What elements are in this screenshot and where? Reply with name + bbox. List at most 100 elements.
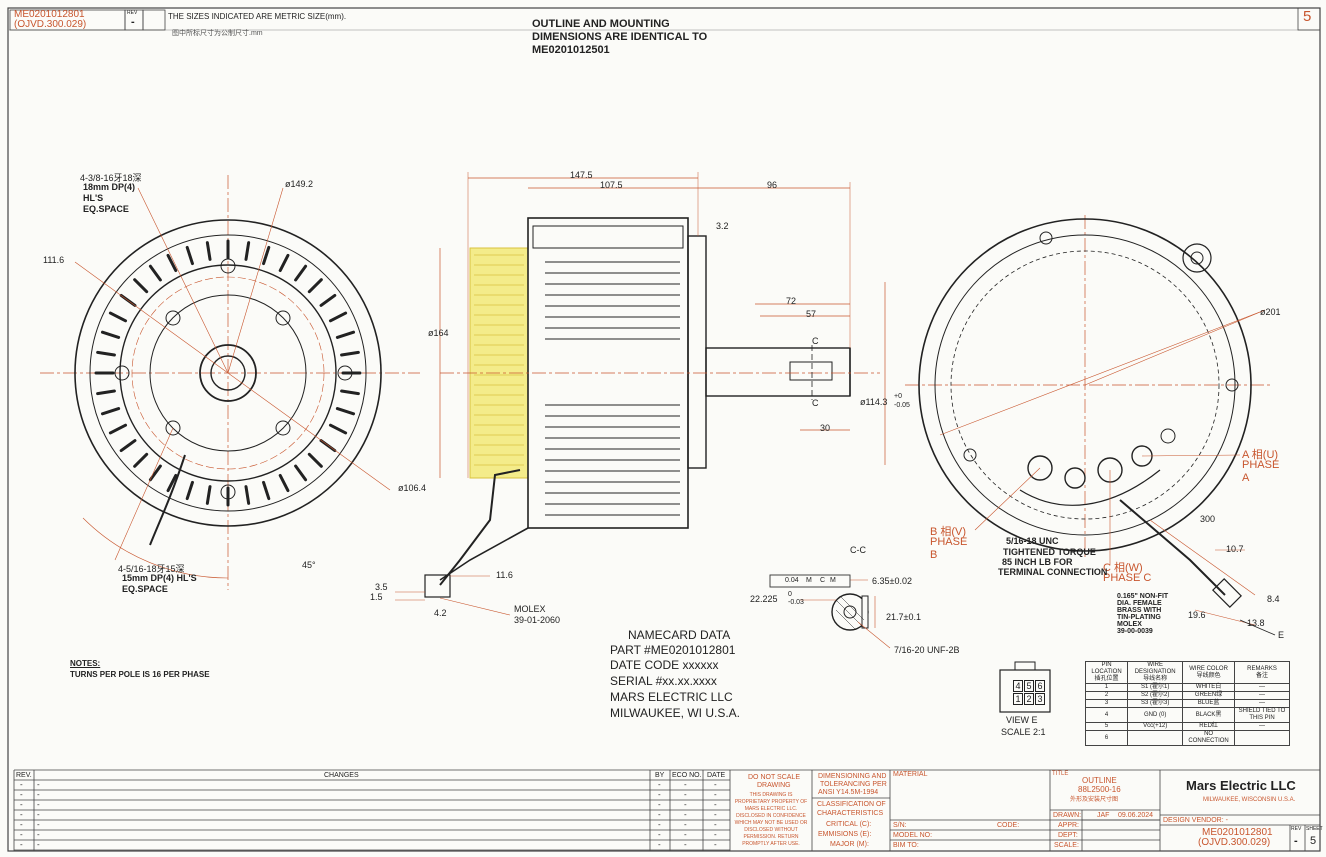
torque-note-4: TERMINAL CONNECTION [998,567,1108,577]
rotor-slot [335,330,356,339]
tb-part-number: ME0201012801 [1202,827,1273,838]
rotor-slot [133,452,149,468]
thread-top-holes: HL'S [83,193,104,203]
rotor-slot [244,241,251,261]
pin-note-6: 39-00-0039 [1117,628,1153,635]
revision-cell-dash: - [658,800,661,809]
rotor-slot [100,407,121,416]
header-remarks-cn: 备注 [1255,672,1268,679]
thread-top-spec: 4-3/8-16牙18深 [80,173,142,183]
table-cell: GREEN绿 [1182,691,1235,700]
phase-a-letter: A [1242,472,1250,484]
table-cell: WHITE白 [1182,683,1235,692]
header-wire-designation-text: WIRE DESIGNATION [1134,662,1176,675]
tb-model: 88L2500-16 [1078,785,1121,794]
rotor-slot [328,423,348,435]
revision-cell-dash: - [37,790,40,799]
header-part-number: ME0201012801 [14,9,85,20]
pin-note-1: 0.165" NON-FIT [1117,593,1169,600]
revision-cell-dash: - [658,780,661,789]
tb-class-1: CLASSIFICATION OF [817,801,886,808]
dim-72: 72 [786,296,797,306]
revision-cell-dash: - [20,790,23,799]
thread-bottom-space: EQ.SPACE [122,584,168,594]
revision-cell-dash: - [684,820,687,829]
revision-cell-dash: - [684,800,687,809]
tb-do-not-scale-2: DRAWING [757,782,791,789]
tb-material: MATERIAL [893,771,928,778]
rotor-slot [262,480,271,501]
rotor-slot [278,473,290,493]
table-cell: — [1233,699,1291,708]
rotor-slot [294,264,308,282]
rear-view [905,215,1276,636]
dim-114: ø114.3 [860,397,888,407]
dim-201: ø201 [1260,307,1281,317]
tb-eco-col: ECO NO. [672,772,702,779]
rotor-slot [185,245,194,266]
tb-company: Mars Electric LLC [1186,778,1296,793]
sheet-number: 5 [1303,8,1312,25]
revision-cell-dash: - [37,830,40,839]
thread-bottom-depth: 15mm DP(4) HL'S [122,573,197,583]
dim-111: 111.6 [43,255,65,265]
table-cell: Vcc(+12) [1127,722,1184,731]
outline-note-line1: OUTLINE AND MOUNTING [532,18,670,30]
section-c-top: C [812,336,819,346]
tb-emissions: EMMISIONS (E): [818,831,872,838]
rotor-slot [185,480,194,501]
rotor-slot [335,407,356,416]
namecard-part: PART #ME0201012801 [610,643,736,657]
tol-flatness: 0.04 [785,577,799,584]
namecard-city: MILWAUKEE, WI U.S.A. [610,706,741,720]
revision-cell-dash: - [20,800,23,809]
revision-cell-dash: - [714,800,717,809]
table-cell: 4 [1084,707,1129,723]
pin-3: 3 [1035,693,1045,705]
tb-part-code: (OJVD.300.029) [1198,837,1271,848]
table-cell: — [1233,683,1291,692]
namecard-company: MARS ELECTRIC LLC [610,690,733,704]
dim-164: ø164 [428,328,449,338]
tb-changes-col: CHANGES [324,772,359,779]
dim-6-35: 6.35±0.02 [872,576,912,586]
rotor-slot [166,473,178,493]
tb-dim-tol-3: ANSI Y14.5M-1994 [818,789,879,796]
view-e-connector [999,661,1051,713]
tb-critical: CRITICAL (C): [826,821,872,828]
revision-cell-dash: - [37,780,40,789]
phase-b-label: B 相(V) [930,526,967,538]
revision-cell-dash: - [684,840,687,849]
phase-a-label: A 相(U) [1242,449,1279,461]
pin-note-5: MOLEX [1117,621,1142,628]
phase-c-word: PHASE C [1103,572,1152,584]
tb-sn: S/N: [893,822,907,829]
tb-company-addr: MILWAUKEE, WISCONSIN U.S.A. [1203,797,1296,803]
notes-title: NOTES: [70,659,101,668]
header-wire-designation-cn: 导线名称 [1143,676,1168,682]
revision-cell-dash: - [714,790,717,799]
rotor-slot [96,350,116,357]
dim-107: 107.5 [600,180,623,190]
rotor-slot [319,439,337,453]
tb-sheet-label: SHEET [1306,826,1323,832]
dim-3-2: 3.2 [716,221,729,231]
view-e-scale: SCALE 2:1 [1001,727,1046,737]
table-cell: S1 (霍尔1) [1127,683,1184,692]
tb-drawn: DRAWN: [1053,812,1082,819]
table-cell: GND (0) [1127,707,1184,723]
tol-c: C [820,577,826,584]
table-cell: BLUE蓝 [1182,699,1235,708]
header-boxes [9,7,1321,588]
dim-96: 96 [767,180,778,190]
angle-45: 45° [302,560,316,570]
tb-rev-value: - [1294,835,1298,847]
